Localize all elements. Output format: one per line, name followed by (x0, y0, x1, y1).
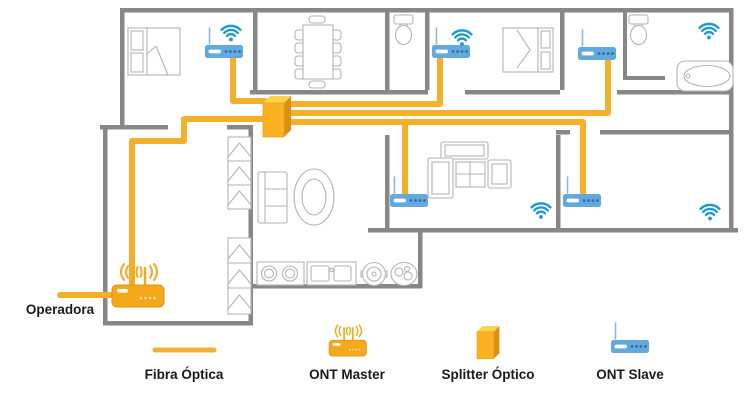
cooktop-icon (360, 261, 388, 287)
dining-table-icon (294, 15, 342, 89)
legend-label-ont-master: ONT Master (309, 367, 385, 382)
stove-icon (256, 261, 305, 286)
legend-label-splitter: Splitter Óptico (441, 367, 535, 382)
wardrobe-icon (227, 136, 252, 210)
devices (110, 22, 721, 309)
legend-icons (152, 322, 650, 360)
sofa-set-icon (427, 141, 512, 199)
fiber-splitter-to-ont5 (286, 119, 586, 201)
wardrobe-icon (227, 237, 252, 315)
legend-label-fiber: Fibra Óptica (144, 367, 224, 382)
bed-icon (127, 27, 181, 76)
wifi-icon (699, 203, 721, 222)
ont-slave-icon (577, 29, 617, 61)
wifi-icon (451, 29, 473, 48)
toilet-icon (393, 14, 414, 46)
sink-icon (306, 261, 357, 286)
couch-icon (257, 171, 288, 224)
fiber-ont1-to-splitter (230, 54, 268, 104)
walls (100, 8, 738, 326)
splitter-icon (262, 95, 292, 138)
ont-slave-icon (610, 322, 650, 354)
legend-label-ont-slave: ONT Slave (596, 367, 664, 382)
wifi-icon (698, 22, 720, 41)
fiber-cables (57, 54, 611, 298)
ont-master-icon (328, 324, 368, 357)
wifi-icon (530, 202, 552, 221)
fiber-splitter-to-master (129, 116, 271, 290)
appliance-icon (390, 261, 418, 287)
bed-icon (502, 27, 554, 73)
ont-slave-icon (389, 176, 429, 208)
fiber-splitter-to-ont2 (286, 54, 443, 107)
wifi-icon (220, 24, 242, 43)
fiber-splitter-to-ont3 (286, 54, 611, 116)
operator-label: Operadora (25, 302, 95, 317)
splitter-icon (476, 325, 500, 360)
bathtub-icon (676, 60, 734, 92)
ont-slave-icon (431, 27, 471, 59)
toilet-icon (628, 14, 649, 46)
rug-icon (293, 168, 335, 226)
furniture (127, 14, 734, 315)
ont-master-icon (110, 262, 166, 309)
